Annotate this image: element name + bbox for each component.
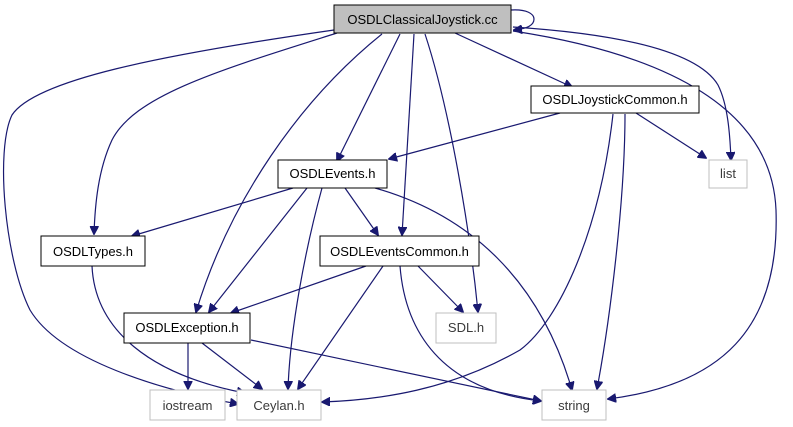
node-osdlclassicaljoystick-cc[interactable]: OSDLClassicalJoystick.cc	[333, 4, 512, 34]
node-string[interactable]: string	[541, 389, 607, 421]
node-osdljoystickcommon-h[interactable]: OSDLJoystickCommon.h	[530, 85, 700, 114]
node-list[interactable]: list	[708, 159, 748, 189]
node-label: OSDLJoystickCommon.h	[542, 92, 687, 107]
edge-main-to-joycommon	[454, 32, 572, 87]
edge-joycommon-to-string	[597, 113, 626, 389]
edge-evcommon-to-sdl	[417, 265, 463, 312]
edge-main-to-events	[337, 33, 401, 161]
node-label: OSDLException.h	[135, 320, 238, 335]
node-label: string	[558, 398, 590, 413]
edge-main-to-list	[512, 26, 731, 160]
edge-joycommon-to-list	[635, 112, 706, 158]
edge-main-to-string	[512, 30, 777, 399]
edge-events-to-ceylan	[288, 187, 323, 389]
edge-events-to-exception	[209, 187, 308, 312]
edge-main-to-evcommon	[402, 33, 415, 235]
node-label: OSDLEventsCommon.h	[330, 244, 469, 259]
edge-joycommon-to-events	[389, 112, 561, 159]
edge-main-to-main	[510, 9, 535, 30]
node-label: SDL.h	[448, 320, 484, 335]
node-sdl-h[interactable]: SDL.h	[435, 312, 497, 344]
node-iostream[interactable]: iostream	[149, 389, 226, 421]
node-label: OSDLClassicalJoystick.cc	[347, 12, 498, 27]
edge-evcommon-to-exception	[231, 265, 367, 313]
edge-exception-to-ceylan	[201, 342, 262, 389]
node-ceylan-h[interactable]: Ceylan.h	[236, 389, 322, 421]
edge-events-to-types	[132, 187, 294, 236]
edge-evcommon-to-ceylan	[298, 265, 384, 389]
edge-main-to-sdl	[424, 33, 478, 312]
edge-main-to-types	[94, 32, 338, 234]
node-osdlexception-h[interactable]: OSDLException.h	[123, 312, 251, 344]
node-osdltypes-h[interactable]: OSDLTypes.h	[40, 235, 146, 267]
node-osdleventscommon-h[interactable]: OSDLEventsCommon.h	[319, 235, 480, 267]
node-label: list	[720, 166, 736, 181]
node-label: OSDLTypes.h	[53, 244, 133, 259]
node-layer: OSDLClassicalJoystick.cc OSDLJoystickCom…	[40, 4, 748, 421]
node-osdlevents-h[interactable]: OSDLEvents.h	[277, 159, 388, 189]
node-label: iostream	[163, 398, 213, 413]
edge-joycommon-to-ceylan	[322, 113, 614, 402]
edge-evcommon-to-string	[399, 265, 541, 401]
node-label: OSDLEvents.h	[290, 166, 376, 181]
edge-events-to-evcommon	[344, 187, 378, 235]
edge-types-to-ceylan	[91, 265, 245, 393]
node-label: Ceylan.h	[253, 398, 304, 413]
edge-events-to-string	[374, 187, 572, 390]
edge-main-to-exception	[196, 33, 383, 312]
edge-main-to-ceylan	[2, 29, 335, 404]
edge-layer	[2, 9, 777, 404]
edge-exception-to-string	[250, 339, 541, 401]
